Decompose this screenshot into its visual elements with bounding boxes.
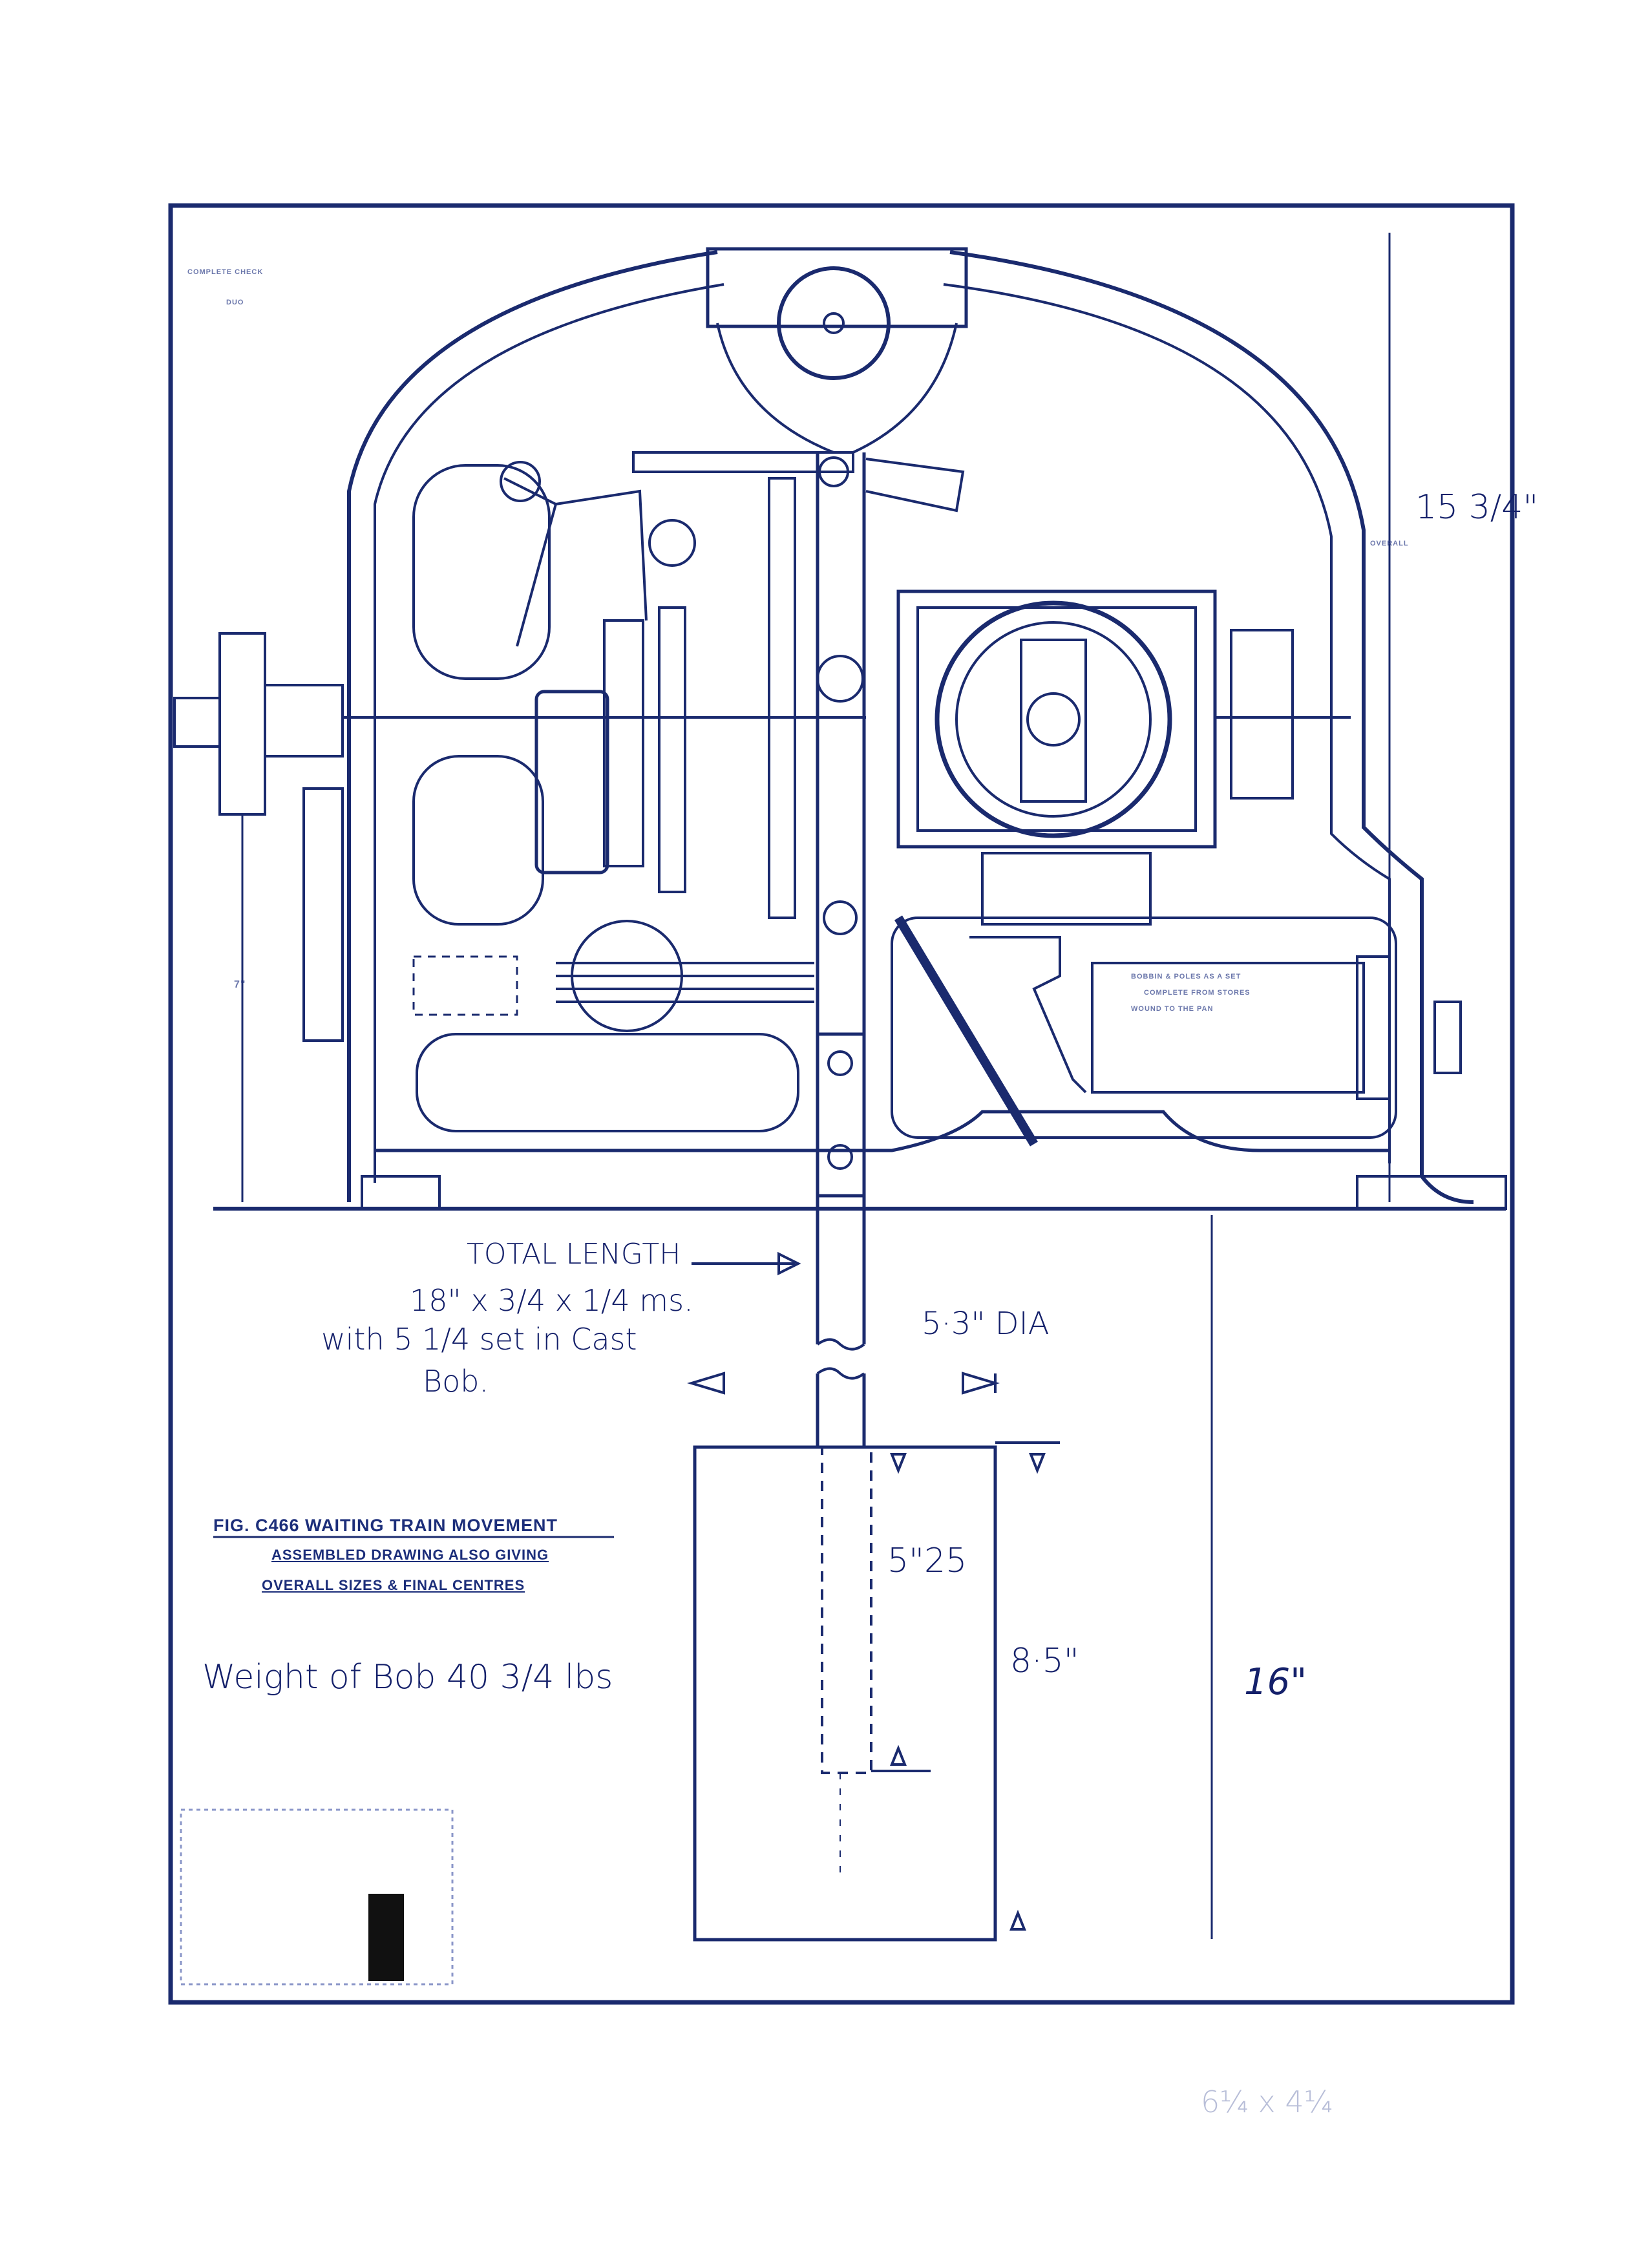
cutout-lower-right [891,917,1397,1139]
corner-note-1: COMPLETE CHECK [187,268,264,276]
set-note: with 5 1/4 set in Cast [321,1322,637,1357]
pendulum-bob [693,1445,997,1942]
bob-arrow-bottom [1009,1909,1026,1931]
armature [969,936,1087,1094]
stamp-area [180,1808,454,1986]
dial-hub [1026,692,1081,747]
dial-housing-inner [916,606,1197,832]
right-solenoid [1091,962,1365,1094]
top-wheel [777,266,891,380]
title-line-2: ASSEMBLED DRAWING ALSO GIVING [271,1547,549,1563]
rod-size-note: 18" x 3/4 x 1/4 ms. [410,1283,693,1318]
contact-plate [768,477,796,919]
redacted-block [368,1894,404,1981]
bob-weight: Weight of Bob 40 3/4 lbs [202,1658,613,1697]
rod-break-upper [816,1338,865,1351]
slot-arrow-top [890,1453,907,1474]
base-foot-right [1356,1175,1507,1210]
solenoid-endcap [1356,955,1391,1100]
pivot-2 [648,519,696,567]
title-line-3: OVERALL SIZES & FINAL CENTRES [262,1577,525,1593]
dia-arrow-left [687,1372,725,1395]
cutout-upper-left [412,464,551,680]
cutout-lower-left [416,1033,799,1132]
contact-springs [556,962,814,1003]
left-shaft-block [264,684,344,758]
pivot-3 [818,456,849,487]
solenoid-cylinder [534,690,609,874]
corner-note-2: DUO [226,299,244,306]
drawing-border [168,203,1515,2005]
rod-break-lower [816,1367,865,1380]
right-lever [894,915,1039,1147]
pendulum-rod-lower [816,1373,866,1447]
top-bracket [706,247,968,328]
terminal-block [302,787,344,1042]
overall-bob-dimension: 16" [1244,1661,1307,1703]
height-label: OVERALL [1370,540,1409,547]
dial-outer [935,600,1172,838]
left-dim-label: 7" [234,979,246,990]
base-foot-left [361,1175,441,1210]
bob-diameter: 5·3" DIA [922,1306,1050,1342]
escapement-lever [503,451,854,647]
title-line-1: FIG. C466 WAITING TRAIN MOVEMENT [213,1516,558,1535]
dial-housing [896,589,1217,849]
right-lug [1433,1001,1462,1074]
rod-clamp [816,1032,866,1198]
faint-note: 6¼ x 4¼ [1201,2084,1333,2119]
right-bearing [1230,629,1294,800]
armature-bracket [981,852,1152,926]
bob-word: Bob. [423,1364,489,1399]
slot-length: 5"25 [887,1542,967,1580]
solenoid-note-1: BOBBIN & POLES AS A SET [1131,973,1241,980]
vertical-bar [603,619,644,867]
bob-slot [821,1446,872,1774]
frame-arch-outer [347,250,1474,1204]
left-flange [218,632,266,816]
bob-height: 8·5" [1010,1642,1079,1680]
pivot-1 [500,461,541,502]
top-yoke [716,323,958,454]
total-length-arrow [692,1251,801,1276]
solenoid-note-2: COMPLETE FROM STORES [1144,989,1251,997]
dia-arrow-right [962,1372,1000,1395]
solenoid-note-3: WOUND TO THE PAN [1131,1005,1214,1013]
slot-arrow-bottom [890,1744,907,1766]
frame-arch-inner [374,283,1391,1183]
rod-screw-2 [827,1144,853,1170]
cutout-left [412,755,544,926]
upper-pallet [865,458,965,513]
contact-rod [658,606,686,893]
dial-plate [1020,639,1087,803]
frame-base [375,1110,1389,1152]
bob-arrow-top [1029,1453,1046,1474]
total-length-note: TOTAL LENGTH [467,1238,681,1271]
dial-inner [955,621,1152,818]
top-wheel-hub [823,312,845,334]
rod-screw-1 [827,1050,853,1076]
rod-pivot [816,655,864,703]
rod-pivot-2 [823,900,858,935]
left-coupling [173,697,221,748]
dashed-box [412,955,518,1016]
overall-height: 15 3/4" [1415,488,1539,527]
